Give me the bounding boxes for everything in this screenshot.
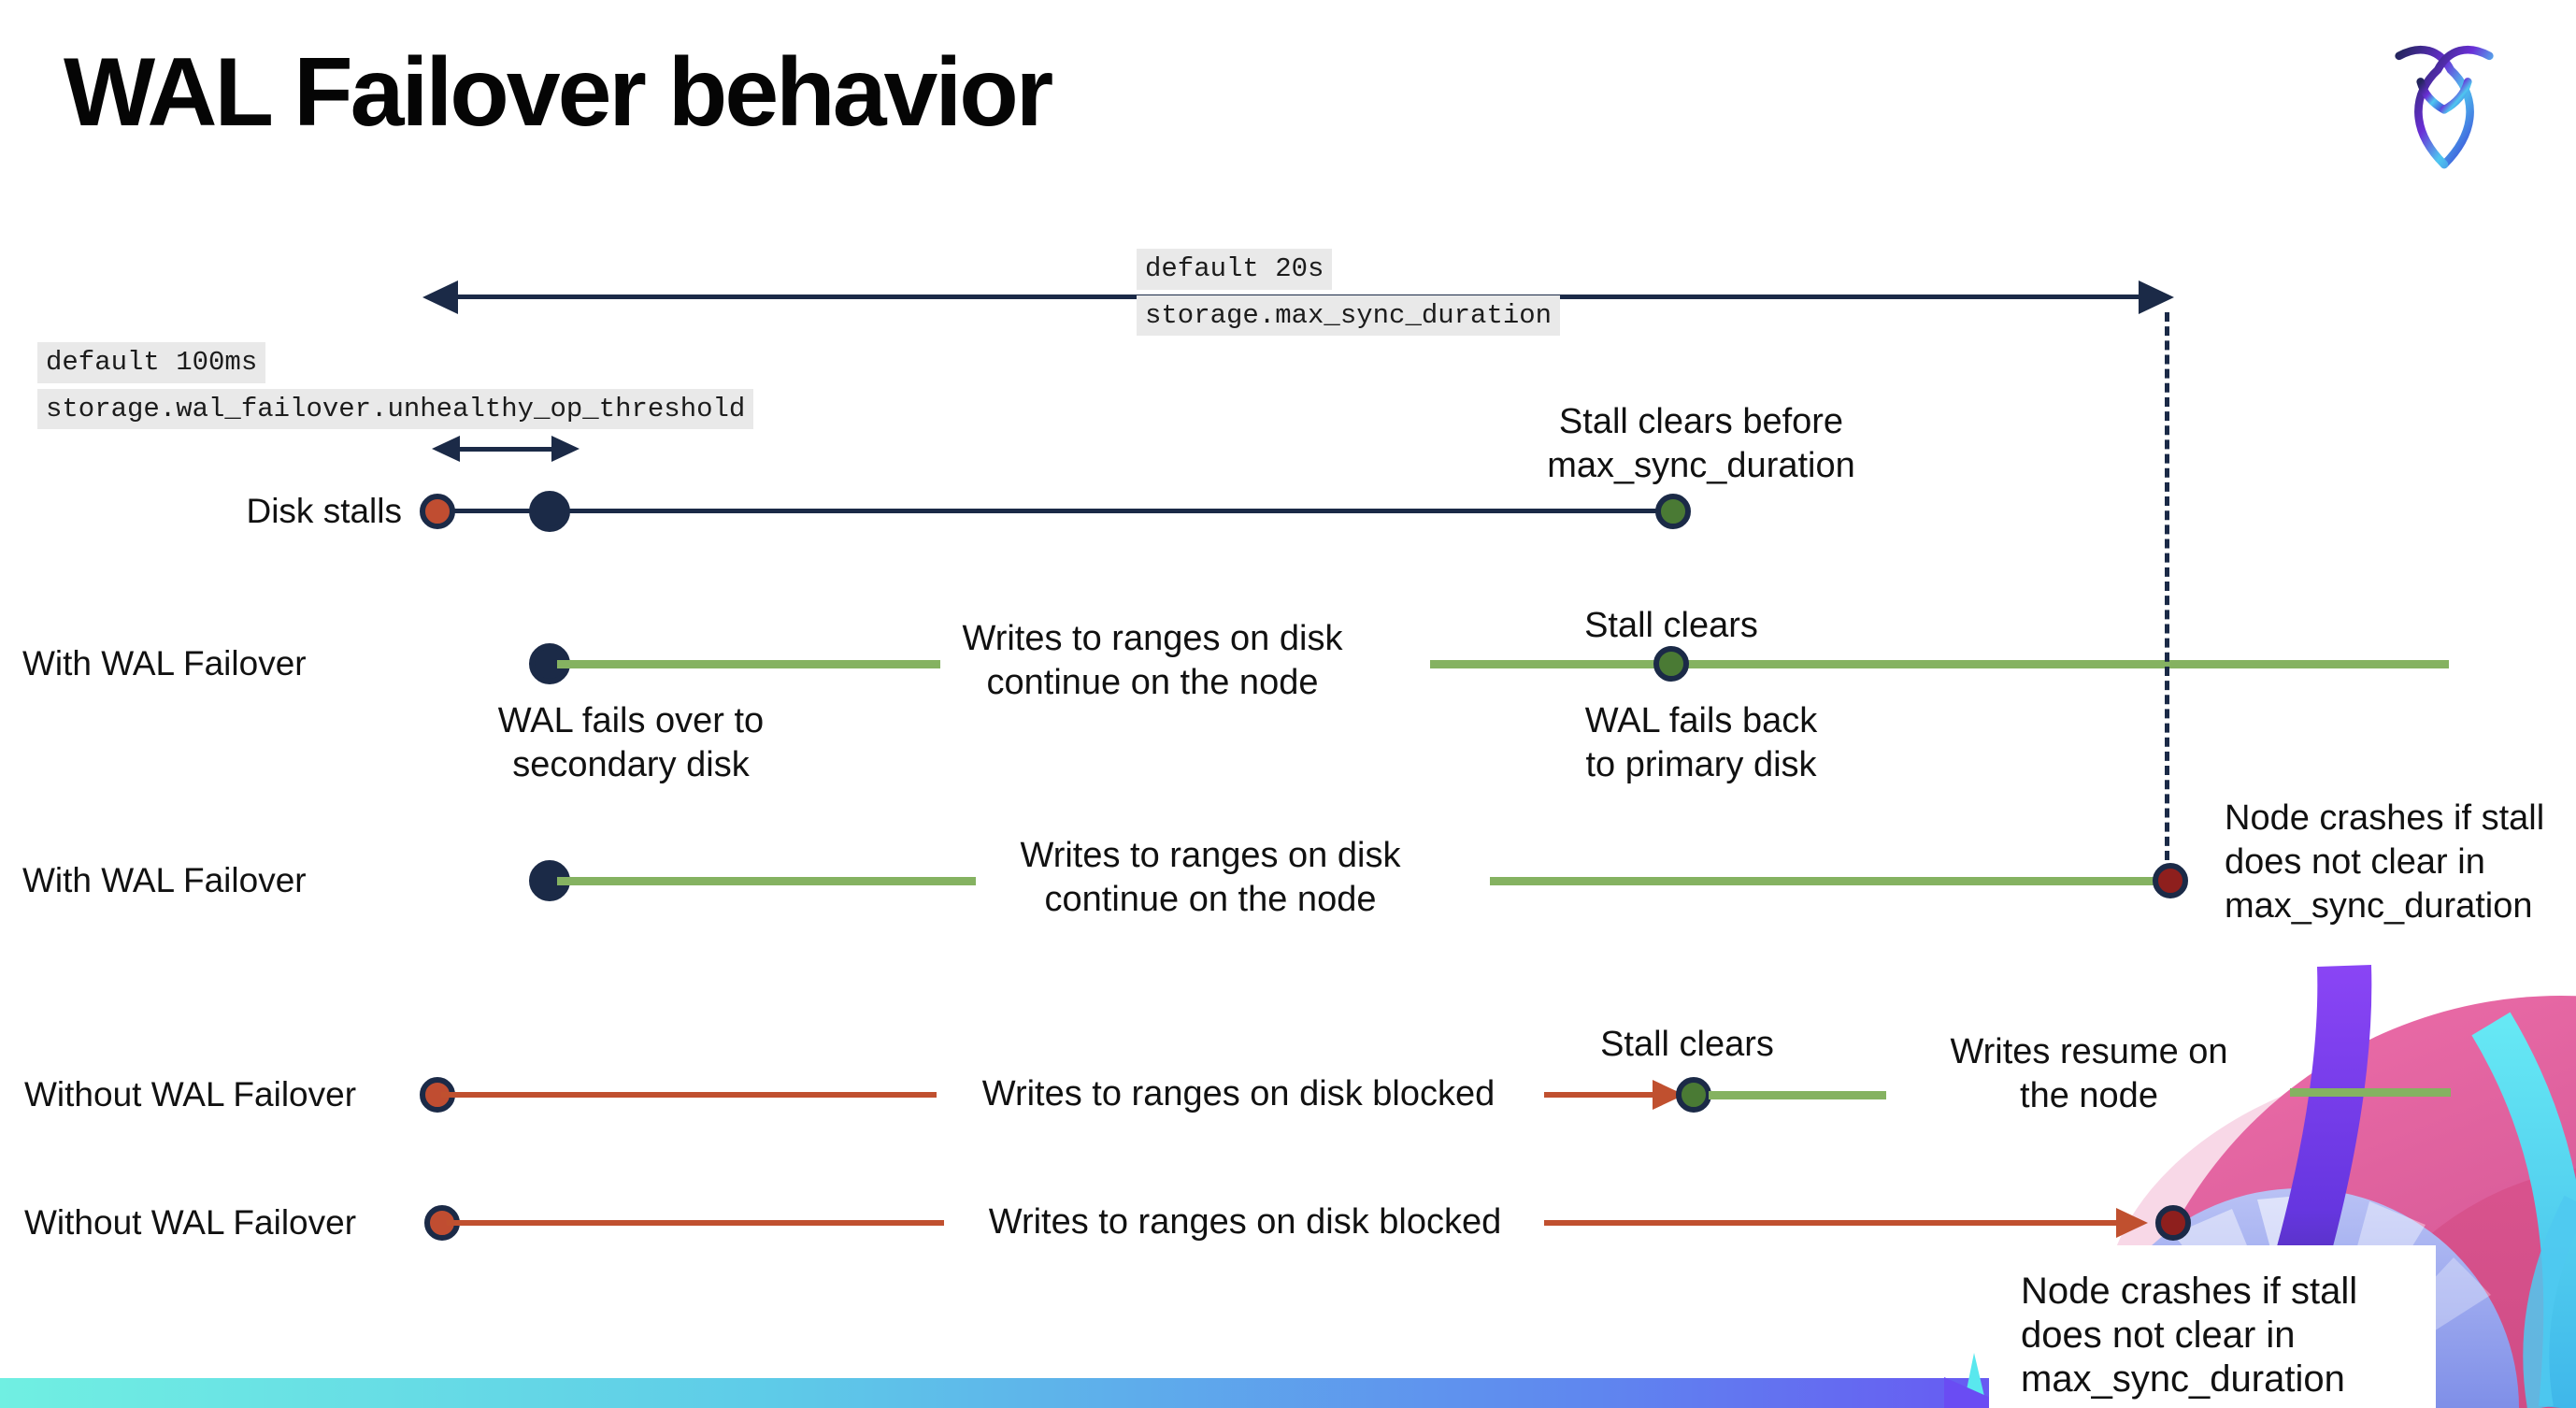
row-label-with-wal-failover: With WAL Failover (22, 861, 307, 899)
node-crash-dot (2153, 863, 2188, 898)
note-writes-continue: Writes to ranges on disk continue on the… (962, 619, 1343, 703)
stall-clears-dot (1676, 1077, 1711, 1113)
max-sync-duration-annotation: default 20s storage.max_sync_duration (1137, 249, 1561, 341)
stall-clears-dot (1653, 646, 1689, 682)
writes-continue-line (1490, 877, 2159, 885)
writes-continue-line (557, 877, 976, 885)
arrowhead-left-icon (422, 280, 458, 314)
note-writes-resume: Writes resume on the node (1950, 1032, 2228, 1116)
writes-resume-line (2290, 1088, 2451, 1097)
threshold-default-label: default 100ms (37, 342, 266, 383)
writes-blocked-line (1544, 1092, 1666, 1098)
stall-clears-dot (1655, 494, 1691, 529)
note-node-crashes: Node crashes if stall does not clear in … (2225, 798, 2545, 927)
max-sync-default-label: default 20s (1137, 249, 1333, 290)
writes-blocked-line (447, 1220, 944, 1226)
arrowhead-left-icon (432, 436, 460, 462)
writes-continue-line (557, 660, 940, 668)
note-writes-blocked: Writes to ranges on disk blocked (988, 1202, 1502, 1242)
note-node-crashes-box: Node crashes if stall does not clear in … (1989, 1245, 2436, 1408)
writes-blocked-line (441, 1092, 937, 1098)
note-wal-fails-back: WAL fails back to primary disk (1584, 701, 1818, 785)
note-writes-blocked: Writes to ranges on disk blocked (981, 1074, 1496, 1113)
page-title: WAL Failover behavior (64, 38, 1053, 147)
disk-stall-timeline (437, 509, 1673, 513)
max-sync-deadline-dashed-line (2165, 312, 2169, 860)
row-label-without-wal-failover: Without WAL Failover (24, 1203, 357, 1242)
arrowhead-right-icon (2116, 1208, 2148, 1238)
note-stall-clears: Stall clears (1584, 606, 1758, 645)
max-sync-setting-name: storage.max_sync_duration (1137, 295, 1561, 337)
writes-continue-line (1430, 660, 2449, 668)
cockroachdb-logo-icon (2395, 45, 2494, 169)
row-label-disk-stalls: Disk stalls (246, 492, 402, 530)
failover-dot (529, 860, 570, 901)
stall-start-dot (420, 494, 455, 529)
arrowhead-right-icon (2139, 280, 2174, 314)
threshold-setting-name: storage.wal_failover.unhealthy_op_thresh… (37, 388, 754, 430)
unhealthy-op-threshold-annotation: default 100ms storage.wal_failover.unhea… (37, 342, 754, 435)
threshold-span-line (454, 447, 555, 452)
note-stall-clears: Stall clears (1600, 1025, 1774, 1064)
note-writes-continue: Writes to ranges on disk continue on the… (1020, 836, 1401, 920)
writes-resume-line (1709, 1091, 1886, 1099)
row-label-with-wal-failover: With WAL Failover (22, 644, 307, 682)
node-crash-dot (2155, 1205, 2191, 1241)
arrowhead-right-icon (551, 436, 580, 462)
note-wal-fails-over: WAL fails over to secondary disk (497, 701, 765, 785)
threshold-dot (529, 491, 570, 532)
writes-blocked-line (1544, 1220, 2129, 1226)
note-stall-clears-before: Stall clears before max_sync_duration (1547, 402, 1855, 486)
row-label-without-wal-failover: Without WAL Failover (24, 1075, 357, 1113)
